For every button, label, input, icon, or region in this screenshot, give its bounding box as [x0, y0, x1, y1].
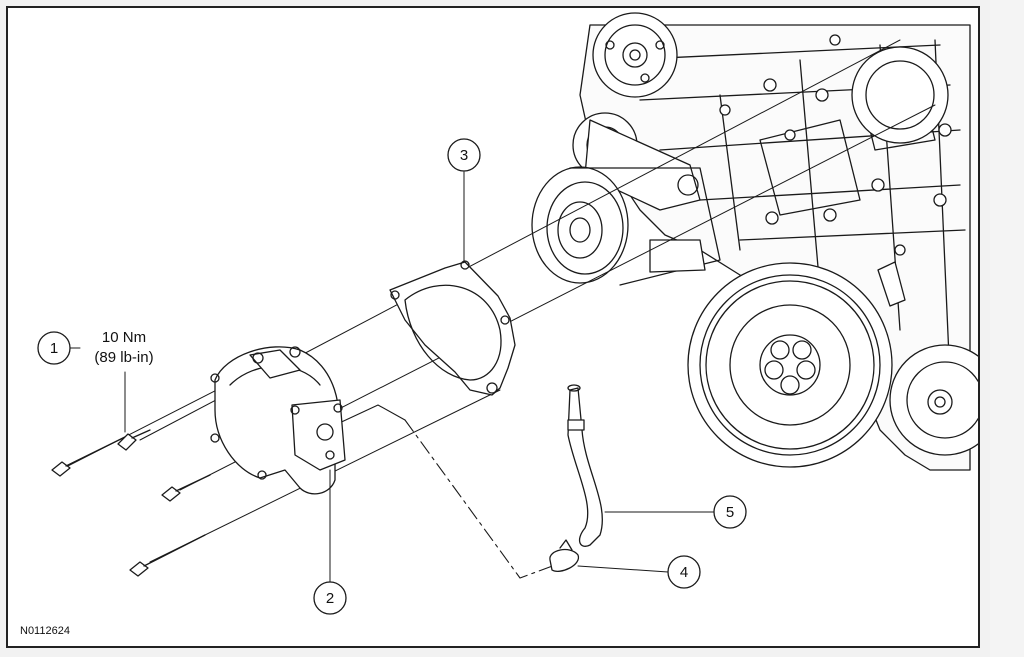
vacuum-pump	[210, 346, 346, 495]
engine-block	[531, 12, 978, 471]
torque-spec: 10 Nm (89 lb-in)	[94, 329, 153, 366]
figure-id: N0112624	[20, 625, 70, 637]
callout-bubbles	[37, 138, 747, 615]
mounting-bolts	[51, 429, 211, 577]
callout-leaders	[69, 171, 715, 583]
vacuum-pump-gasket	[389, 260, 516, 396]
callout-1: 1	[50, 340, 58, 357]
torque-lb-in: (89 lb-in)	[94, 349, 153, 366]
side-strip	[990, 0, 1024, 657]
bolt-lower-left	[129, 534, 206, 577]
callout-2: 2	[326, 590, 334, 607]
bolt-top-left	[51, 436, 126, 477]
callout-4: 4	[680, 564, 688, 581]
bolt-middle-left	[161, 474, 211, 502]
callout-numbers: 1 2 3 4 5	[50, 147, 734, 607]
hose-dashed-line	[334, 404, 556, 579]
hose-clamp	[549, 539, 580, 572]
callout-3: 3	[460, 147, 468, 164]
bolt-middle-torque	[117, 429, 151, 451]
torque-nm: 10 Nm	[102, 329, 146, 346]
vacuum-hose	[567, 384, 603, 547]
callout-5: 5	[726, 504, 734, 521]
